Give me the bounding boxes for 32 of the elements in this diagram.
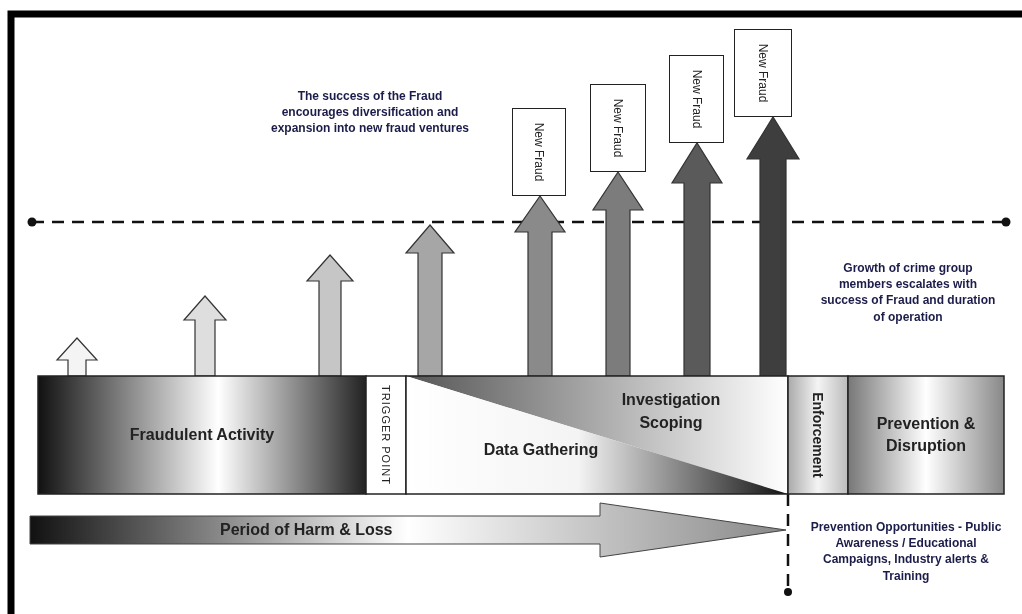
new-fraud-label: New Fraud (689, 69, 704, 129)
new-fraud-label: New Fraud (532, 122, 546, 182)
new-fraud-label: New Fraud (756, 43, 770, 103)
note-text: Prevention Opportunities - Public Awareness / Educational Campaigns, Industry alerts & Training (809, 519, 1003, 584)
stage-label: TRIGGER POINT (380, 385, 392, 485)
note-text: The success of the Fraud encourages diversification and expansion into new fraud ventures (270, 88, 470, 137)
stage-label: Investigation Scoping (620, 390, 722, 434)
block-arrow (182, 295, 228, 377)
stage-label: Fraudulent Activity (128, 424, 276, 445)
period-arrow (30, 503, 786, 557)
new-fraud-box (590, 84, 646, 172)
new-fraud-box (734, 29, 792, 117)
block-arrow (745, 115, 801, 377)
stage-label: Prevention & Disruption (875, 413, 977, 456)
new-fraud-label: New Fraud (611, 98, 625, 158)
arrow-label: Period of Harm & Loss (220, 521, 393, 539)
stage-box (406, 376, 788, 494)
block-arrow (591, 170, 645, 377)
block-arrow (55, 337, 99, 377)
block-arrow (513, 194, 567, 377)
block-arrow (670, 141, 724, 377)
new-fraud-box (512, 108, 566, 196)
new-fraud-box (669, 55, 724, 143)
stage-label: Data Gathering (482, 440, 600, 460)
stage-box (788, 376, 848, 494)
note-text: Growth of crime group members escalates with success of Fraud and duration of operation (819, 260, 997, 325)
stage-label: Enforcement (810, 392, 826, 478)
block-arrow (305, 254, 355, 377)
stage-box (366, 376, 406, 494)
stage-box (38, 376, 366, 494)
stage-box (848, 376, 1004, 494)
block-arrow (404, 224, 456, 377)
